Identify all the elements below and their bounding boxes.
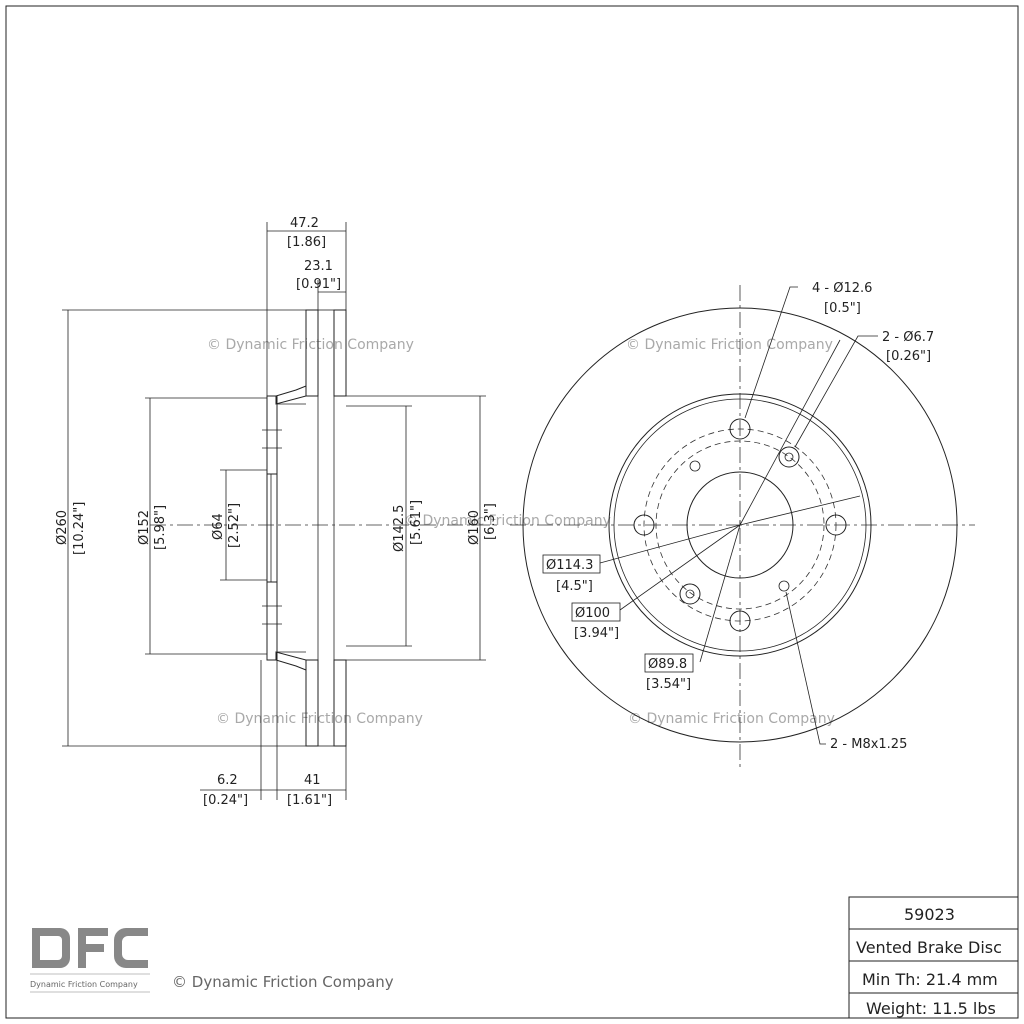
min-thickness: Min Th: 21.4 mm — [862, 970, 998, 989]
part-number: 59023 — [904, 905, 955, 924]
callout-pcd3-mm: Ø89.8 — [648, 657, 687, 672]
dim-disc-offset-in: [1.61"] — [287, 793, 332, 808]
callout-pcd3-in: [3.54"] — [646, 677, 691, 692]
dim-total-width-in: [1.86] — [287, 235, 326, 250]
callout-pcd2-in: [3.94"] — [574, 626, 619, 641]
part-weight: Weight: 11.5 lbs — [866, 999, 996, 1018]
dim-hat-depth-in: [0.91"] — [296, 277, 341, 292]
thread-hole — [778, 580, 790, 592]
logo-letter-c — [114, 928, 148, 968]
bolt-hole — [729, 610, 751, 632]
callout-pin-holes-mm: 2 - Ø6.7 — [882, 330, 934, 345]
outboard-plate-top — [305, 309, 319, 397]
watermark-text: © Dynamic Friction Company — [626, 337, 833, 353]
dim-hat-thickness-in: [0.24"] — [203, 793, 248, 808]
inboard-plate-top — [333, 309, 347, 397]
callout-pcd-in: [4.5"] — [556, 579, 593, 594]
dim-friction-inner-in: [6.3"] — [483, 503, 498, 540]
pcd-circle-2 — [655, 440, 825, 610]
dim-center-bore-mm: Ø64 — [211, 513, 226, 540]
dim-outer-dia-in: [10.24"] — [72, 502, 87, 555]
part-description: Vented Brake Disc — [856, 938, 1002, 957]
dim-hat-dia-in: [5.98"] — [153, 505, 168, 550]
inboard-plate-bottom — [333, 659, 347, 747]
dim-friction-inner-mm: Ø160 — [467, 510, 482, 545]
pin-hole — [778, 446, 800, 468]
bolt-hole — [825, 514, 847, 536]
footer-copyright: © Dynamic Friction Company — [172, 973, 394, 991]
dim-inner-dia-in: [5.61"] — [409, 500, 424, 545]
thread-hole — [689, 460, 701, 472]
title-block: 59023 Vented Brake Disc Min Th: 21.4 mm … — [848, 896, 1019, 1019]
rotor-outer-edge — [522, 307, 958, 743]
callout-bolt-holes-in: [0.5"] — [824, 301, 861, 316]
pcd-circle — [643, 428, 837, 622]
callout-bolt-holes-mm: 4 - Ø12.6 — [812, 281, 872, 296]
friction-inner-edge — [608, 393, 872, 657]
watermark-text: © Dynamic Friction Company — [216, 711, 423, 727]
callout-box — [542, 554, 601, 574]
side-section-view: 47.2 [1.86] 23.1 [0.91"] Ø260 [10.24"] Ø… — [55, 216, 500, 808]
callout-pcd2-mm: Ø100 — [575, 606, 610, 621]
dim-hat-thickness-mm: 6.2 — [217, 773, 238, 788]
dim-hat-dia-mm: Ø152 — [137, 510, 152, 545]
center-bore — [686, 471, 794, 579]
watermark-text: © Dynamic Friction Company — [207, 337, 414, 353]
watermark-text: © Dynamic Friction Company — [628, 711, 835, 727]
hat-edge — [613, 398, 867, 652]
dim-inner-dia-mm: Ø142.5 — [392, 505, 407, 552]
logo-letter-d — [32, 928, 70, 968]
bolt-hole — [729, 418, 751, 440]
dim-disc-offset-mm: 41 — [304, 773, 321, 788]
callout-box — [644, 653, 694, 673]
pin-hole-inner — [685, 589, 695, 599]
logo-subtitle: Dynamic Friction Company — [30, 980, 138, 989]
dim-total-width-mm: 47.2 — [290, 216, 319, 231]
hat-wall-top — [266, 395, 278, 475]
callout-pin-holes-in: [0.26"] — [886, 349, 931, 364]
pin-hole-inner — [784, 452, 794, 462]
bolt-hole — [633, 514, 655, 536]
front-view: 4 - Ø12.6 [0.5"] 2 - Ø6.7 [0.26"] Ø114.3… — [510, 281, 975, 770]
watermark-text: © Dynamic Friction Company — [404, 513, 611, 529]
dim-center-bore-in: [2.52"] — [227, 503, 242, 548]
hat-wall-bottom — [266, 581, 278, 661]
outboard-plate-bottom — [305, 659, 319, 747]
dfc-logo: Dynamic Friction Company © Dynamic Frict… — [30, 928, 394, 993]
dim-outer-dia-mm: Ø260 — [55, 510, 70, 545]
logo-letter-f — [78, 928, 108, 968]
dim-hat-depth-mm: 23.1 — [304, 259, 333, 274]
callout-thread-mm: 2 - M8x1.25 — [830, 737, 907, 752]
pin-hole — [679, 583, 701, 605]
drawing-border — [5, 5, 1019, 1019]
callout-pcd-mm: Ø114.3 — [546, 558, 593, 573]
callout-box — [571, 602, 621, 622]
